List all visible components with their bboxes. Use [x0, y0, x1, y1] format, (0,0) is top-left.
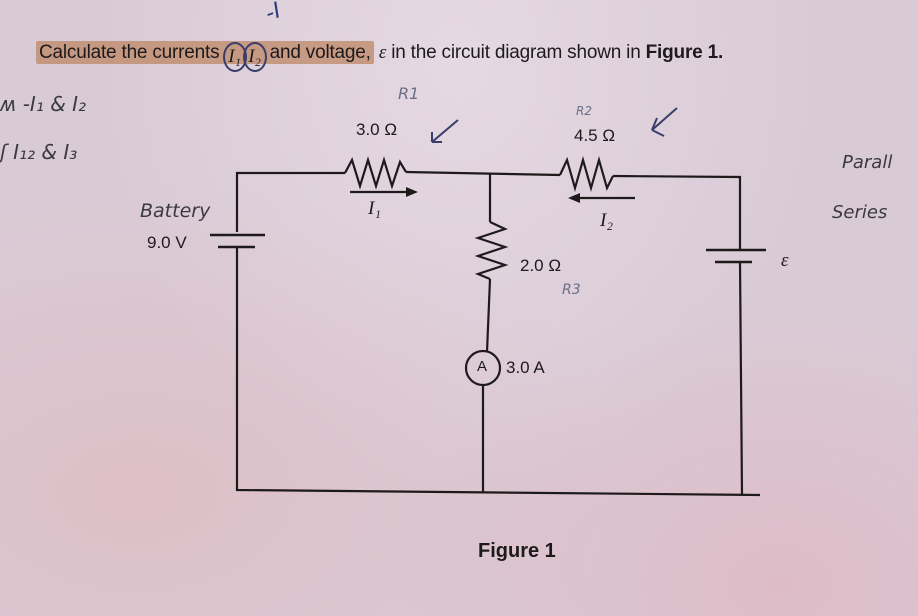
- current-i2-label: I₂: [600, 210, 613, 231]
- annotation-r3: R3: [562, 282, 581, 298]
- annotation-series: Series: [832, 202, 888, 223]
- arrowhead-i1: [406, 187, 418, 197]
- resistor-r1: [344, 156, 407, 190]
- ammeter-symbol: A: [477, 358, 488, 375]
- figure-caption: Figure 1: [478, 540, 556, 562]
- circled-i2: I₂: [242, 42, 267, 72]
- wire-middle-lower: [485, 278, 492, 353]
- figure-reference: Figure 1.: [645, 42, 724, 63]
- r3-value: 2.0 Ω: [520, 256, 562, 275]
- wire-top-middle: [405, 170, 561, 177]
- annotation-parallel: Parall: [842, 152, 893, 173]
- ammeter-reading: 3.0 A: [506, 358, 545, 377]
- wire-right-bottom: [738, 261, 744, 496]
- annotation-r1: R1: [398, 84, 420, 103]
- r2-value: 4.5 Ω: [574, 126, 616, 145]
- wire-right-top: [612, 174, 742, 250]
- resistor-r3: [474, 221, 509, 281]
- r1-value: 3.0 Ω: [356, 120, 398, 139]
- annotation-note-line1: ʍ -I₁ & I₂: [0, 92, 87, 116]
- resistor-r2: [559, 155, 614, 193]
- battery-voltage: 9.0 V: [147, 233, 187, 252]
- epsilon-symbol: ε: [378, 42, 387, 63]
- wire-left-top: [235, 171, 345, 232]
- annotation-battery: Battery: [140, 200, 211, 222]
- emf-label: ε: [781, 250, 789, 271]
- arrowhead-i2: [568, 193, 580, 203]
- wire-left-bottom: [235, 247, 761, 497]
- handwritten-arrow-r1: [431, 119, 459, 143]
- annotation-note-line2: ʃ I₁₂ & I₃: [0, 140, 78, 164]
- annotation-r2: R2: [576, 104, 592, 118]
- handwritten-arrow-r2: [651, 107, 678, 137]
- current-i1-label: I₁: [368, 198, 381, 219]
